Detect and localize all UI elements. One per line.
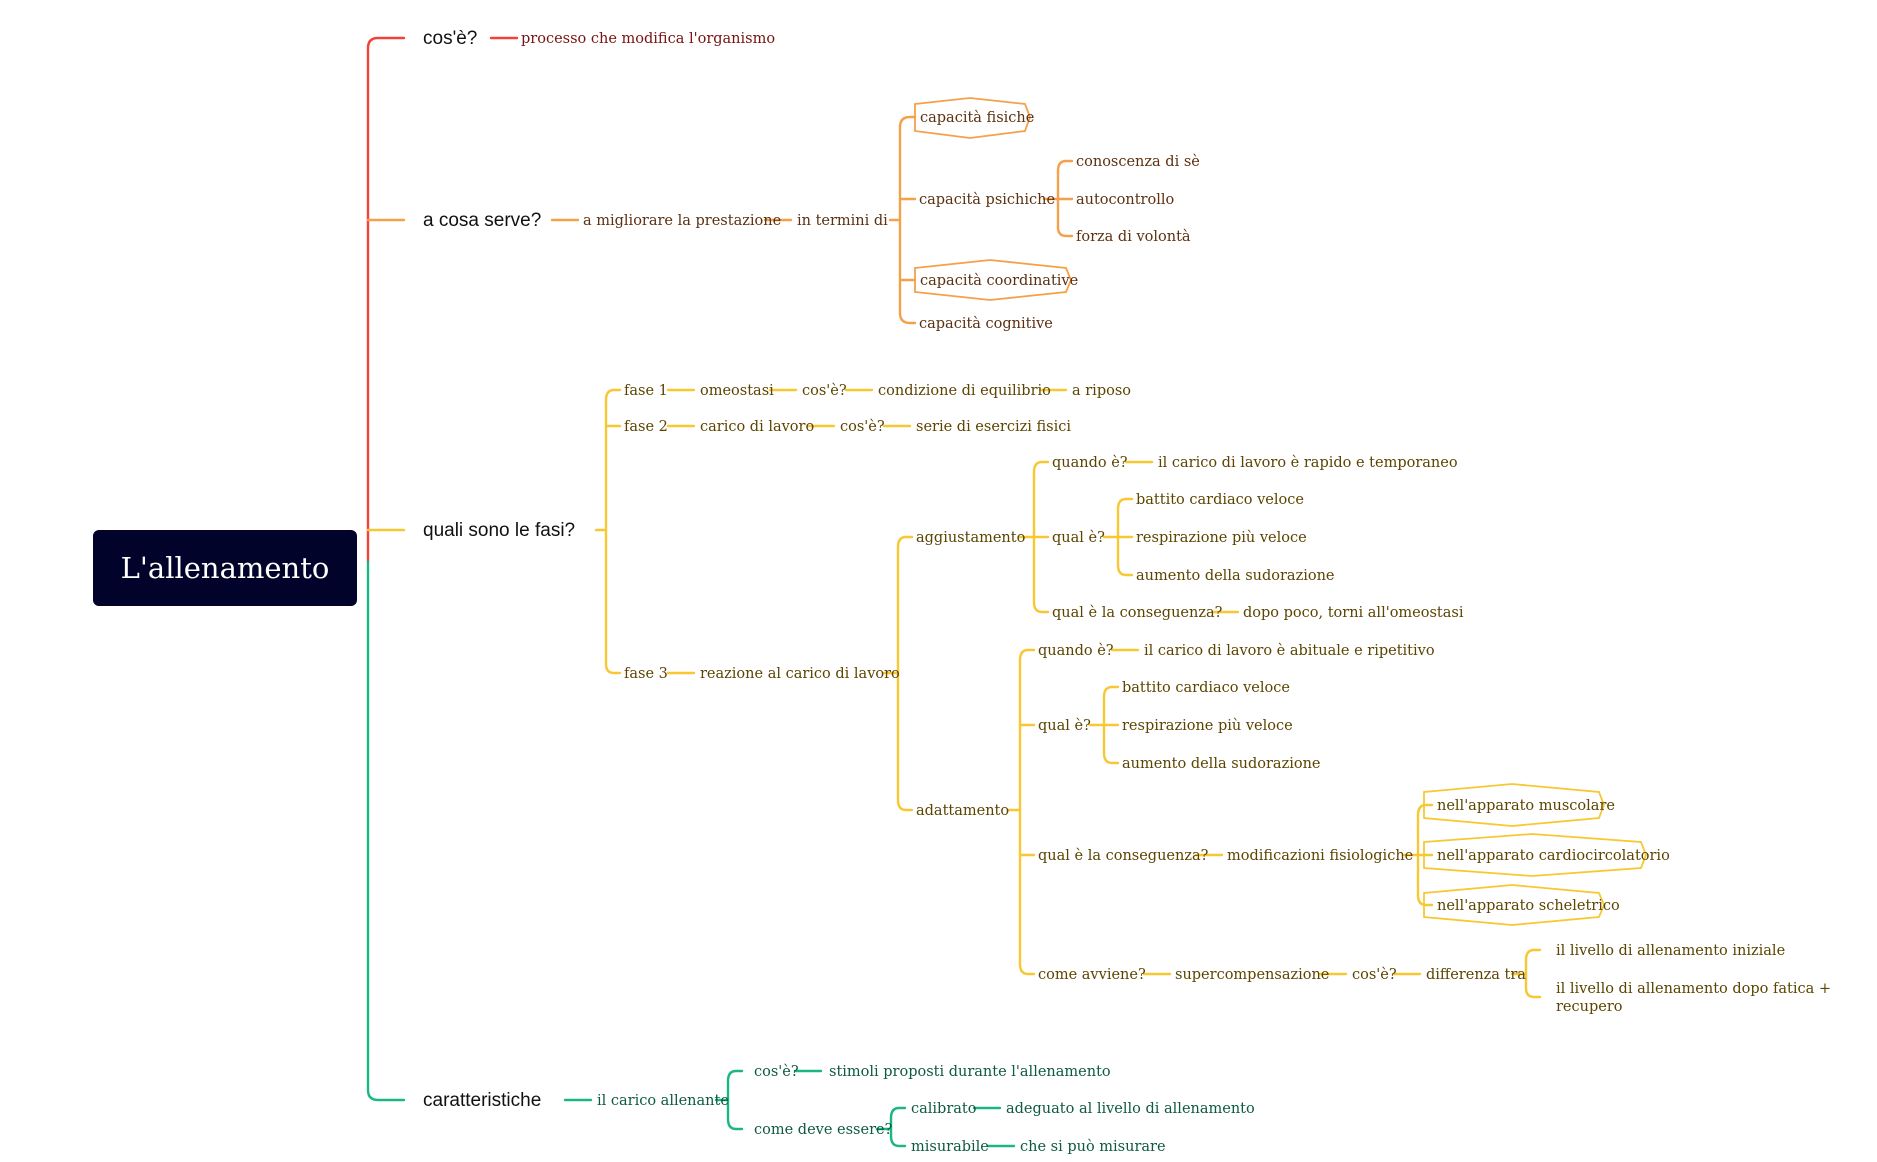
node-agg-conseguenza[interactable]: qual è la conseguenza?: [1052, 605, 1223, 621]
node-conoscenza[interactable]: conoscenza di sè: [1076, 154, 1200, 170]
node-fase-3[interactable]: fase 3: [624, 666, 668, 682]
node-serie-esercizi[interactable]: serie di esercizi fisici: [916, 419, 1071, 435]
node-agg-quando-ans[interactable]: il carico di lavoro è rapido e temporane…: [1158, 455, 1458, 471]
node-fase-2[interactable]: fase 2: [624, 419, 668, 435]
node-autocontrollo[interactable]: autocontrollo: [1076, 192, 1174, 208]
node-modificazioni[interactable]: modificazioni fisiologiche: [1227, 848, 1413, 864]
topic-a-cosa-serve[interactable]: a cosa serve?: [423, 210, 541, 231]
node-capacita-fisiche[interactable]: capacità fisiche: [920, 109, 1034, 126]
node-agg-quando[interactable]: quando è?: [1052, 455, 1128, 471]
topic-caratteristiche[interactable]: caratteristiche: [423, 1090, 541, 1111]
connector-green: [366, 560, 406, 1102]
node-reazione[interactable]: reazione al carico di lavoro: [700, 666, 900, 682]
node-calibrato[interactable]: calibrato: [911, 1101, 976, 1117]
node-omeostasi[interactable]: omeostasi: [700, 383, 774, 399]
node-livello-dopo-fatica-line2: recupero: [1556, 999, 1623, 1015]
node-aggiustamento[interactable]: aggiustamento: [916, 530, 1025, 546]
node-super-cose[interactable]: cos'è?: [1352, 967, 1397, 983]
node-agg-respirazione[interactable]: respirazione più veloce: [1136, 530, 1307, 546]
node-adattamento[interactable]: adattamento: [916, 803, 1009, 819]
node-agg-battito[interactable]: battito cardiaco veloce: [1136, 492, 1304, 508]
node-b4-cose[interactable]: cos'è?: [754, 1064, 799, 1080]
node-processo[interactable]: processo che modifica l'organismo: [521, 31, 775, 47]
node-supercompensazione[interactable]: supercompensazione: [1175, 967, 1329, 983]
callouts-yellow: [1423, 783, 1647, 926]
topic-cose[interactable]: cos'è?: [423, 28, 477, 49]
node-capacita-cognitive[interactable]: capacità cognitive: [919, 315, 1053, 332]
connectors-b4: [563, 1069, 1016, 1148]
root-label: L'allenamento: [121, 551, 330, 585]
node-adeguato[interactable]: adeguato al livello di allenamento: [1006, 1101, 1255, 1117]
connectors-b3: [594, 388, 1542, 999]
node-apparato-cardiocircolatorio[interactable]: nell'apparato cardiocircolatorio: [1437, 848, 1670, 864]
node-fase-1[interactable]: fase 1: [624, 383, 668, 399]
node-misurabile[interactable]: misurabile: [911, 1139, 989, 1155]
node-f1-cose[interactable]: cos'è?: [802, 383, 847, 399]
node-stimoli[interactable]: stimoli proposti durante l'allenamento: [829, 1064, 1111, 1080]
node-ada-quando[interactable]: quando è?: [1038, 643, 1114, 659]
root-node[interactable]: [93, 530, 357, 606]
node-come-avviene[interactable]: come avviene?: [1038, 967, 1146, 983]
connectors-b2: [550, 115, 1074, 325]
node-differenza-tra[interactable]: differenza tra: [1426, 967, 1526, 983]
node-agg-conseguenza-ans[interactable]: dopo poco, torni all'omeostasi: [1243, 605, 1464, 621]
node-a-riposo[interactable]: a riposo: [1072, 383, 1131, 399]
node-agg-qual[interactable]: qual è?: [1052, 530, 1105, 546]
node-carico-allenante[interactable]: il carico allenante: [597, 1093, 729, 1109]
callouts-orange: [914, 97, 1072, 301]
node-agg-sudorazione[interactable]: aumento della sudorazione: [1136, 568, 1335, 584]
node-condizione-equilibrio[interactable]: condizione di equilibrio: [878, 383, 1051, 399]
node-apparato-scheletrico[interactable]: nell'apparato scheletrico: [1437, 898, 1620, 914]
node-forza-volonta[interactable]: forza di volontà: [1076, 228, 1191, 245]
node-f2-cose[interactable]: cos'è?: [840, 419, 885, 435]
node-carico-lavoro[interactable]: carico di lavoro: [700, 419, 814, 435]
node-ada-battito[interactable]: battito cardiaco veloce: [1122, 680, 1290, 696]
branch-a-cosa-serve: a migliorare la prestazione in termini d…: [583, 109, 1200, 332]
branch-caratteristiche: il carico allenante cos'è? stimoli propo…: [597, 1064, 1255, 1155]
connector-red: [366, 36, 406, 564]
connectors: [366, 36, 1647, 1148]
node-capacita-coordinative[interactable]: capacità coordinative: [920, 272, 1078, 289]
node-ada-conseguenza[interactable]: qual è la conseguenza?: [1038, 848, 1209, 864]
node-ada-respirazione[interactable]: respirazione più veloce: [1122, 718, 1293, 734]
node-come-deve-essere[interactable]: come deve essere?: [754, 1122, 893, 1138]
node-capacita-psichiche[interactable]: capacità psichiche: [919, 191, 1055, 208]
node-si-puo-misurare[interactable]: che si può misurare: [1020, 1139, 1166, 1155]
node-ada-quando-ans[interactable]: il carico di lavoro è abituale e ripetit…: [1144, 643, 1435, 659]
node-ada-qual[interactable]: qual è?: [1038, 718, 1091, 734]
node-apparato-muscolare[interactable]: nell'apparato muscolare: [1437, 798, 1615, 814]
node-livello-dopo-fatica[interactable]: il livello di allenamento dopo fatica +: [1556, 981, 1831, 997]
node-migliorare[interactable]: a migliorare la prestazione: [583, 213, 781, 229]
node-livello-iniziale[interactable]: il livello di allenamento iniziale: [1556, 943, 1785, 959]
node-ada-sudorazione[interactable]: aumento della sudorazione: [1122, 756, 1321, 772]
topic-fasi[interactable]: quali sono le fasi?: [423, 520, 575, 541]
node-in-termini-di[interactable]: in termini di: [797, 213, 888, 229]
branch-fasi: fase 1 omeostasi cos'è? condizione di eq…: [624, 383, 1831, 1015]
